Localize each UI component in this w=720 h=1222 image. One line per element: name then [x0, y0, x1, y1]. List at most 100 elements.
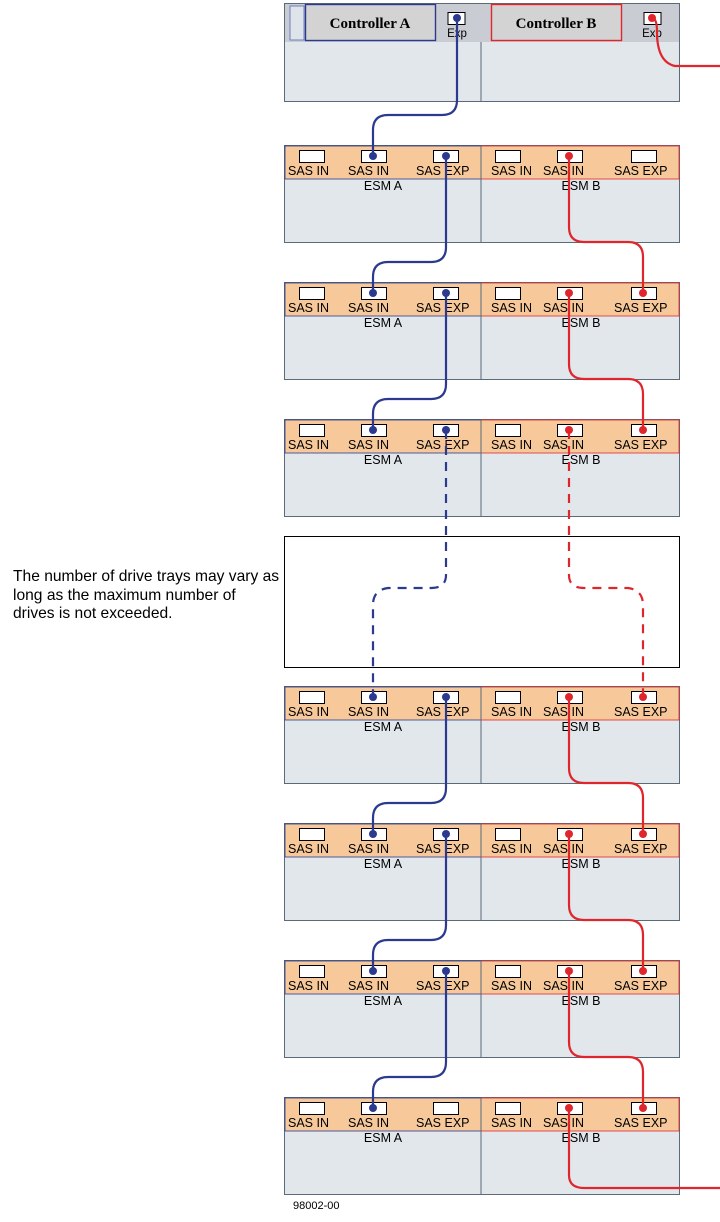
- cable-a-tray5-in: [369, 830, 377, 838]
- tray-2-esm-a-label: ESM A: [364, 316, 403, 330]
- cable-a-ctrl-end: [453, 14, 461, 22]
- drive-tray-note: The number of drive trays may vary as lo…: [13, 568, 280, 622]
- tray-2-port-4: [495, 287, 521, 300]
- cable-a-tray2-exp: [442, 289, 450, 297]
- tray-1-b-sas-exp-label: SAS EXP: [614, 164, 668, 178]
- cable-a-tray1-to-tray2: [371, 156, 448, 293]
- cable-a-tray7-in: [369, 1104, 377, 1112]
- cable-b-tray4-exp: [639, 693, 647, 701]
- controller-b-label: Controller B: [516, 16, 597, 32]
- tray-6-b-sas-in-2-label: SAS IN: [543, 979, 584, 993]
- cable-a-tray5-exp: [442, 830, 450, 838]
- tray-2-esm-b-label: ESM B: [562, 316, 601, 330]
- tray-6-port-4: [495, 965, 521, 978]
- tray-1-esm-b-label: ESM B: [562, 179, 601, 193]
- cable-a-tray2-in: [369, 289, 377, 297]
- tray-5-port-1: [299, 828, 325, 841]
- cable-a-tray6-exp: [442, 967, 450, 975]
- cable-a-tray3-in: [369, 426, 377, 434]
- cable-a-dashed-link: [371, 430, 448, 697]
- cable-b-tray5-exp: [639, 830, 647, 838]
- cable-a-tray1-in: [369, 152, 377, 160]
- tray-1-b-sas-in-2-label: SAS IN: [543, 164, 584, 178]
- cable-a-tray4-exp: [442, 693, 450, 701]
- cable-a-ctrl-to-tray1: [371, 18, 459, 156]
- tray-5-a-sas-in-2-label: SAS IN: [348, 842, 389, 856]
- cable-b-tray4-to-tray5: [567, 697, 645, 834]
- tray-6-port-1: [299, 965, 325, 978]
- tray-2-a-sas-in-1-label: SAS IN: [288, 301, 329, 315]
- tray-2-b-sas-in-1-label: SAS IN: [491, 301, 532, 315]
- cable-b-tray3-exp: [639, 426, 647, 434]
- tray-5-b-sas-exp-label: SAS EXP: [614, 842, 668, 856]
- tray-7-port-1: [299, 1102, 325, 1115]
- tray-3-port-1: [299, 424, 325, 437]
- tray-6-a-sas-in-2-label: SAS IN: [348, 979, 389, 993]
- cable-b-tray2-exp: [639, 289, 647, 297]
- tray-3-esm-a-label: ESM A: [364, 453, 403, 467]
- tray-6-esm-b-label: ESM B: [562, 994, 601, 1008]
- tray-3-a-sas-in-2-label: SAS IN: [348, 438, 389, 452]
- cable-b-tray5-to-tray6: [567, 834, 645, 971]
- tray-6-a-sas-exp-label: SAS EXP: [416, 979, 470, 993]
- additional-trays-placeholder: [284, 536, 680, 668]
- cable-a-tray1-exp: [442, 152, 450, 160]
- cable-b-tray5-in: [565, 830, 573, 838]
- tray-5-a-sas-exp-label: SAS EXP: [416, 842, 470, 856]
- tray-4-b-sas-exp-label: SAS EXP: [614, 705, 668, 719]
- cable-b-ctrl-end: [648, 14, 656, 22]
- figure-id: 98002-00: [293, 1200, 340, 1212]
- tray-2-port-1: [299, 287, 325, 300]
- tray-4-a-sas-in-1-label: SAS IN: [288, 705, 329, 719]
- tray-4-esm-a-label: ESM A: [364, 720, 403, 734]
- tray-5-esm-a-label: ESM A: [364, 857, 403, 871]
- controller-a-latch: [289, 5, 305, 41]
- tray-5-b-sas-in-2-label: SAS IN: [543, 842, 584, 856]
- tray-3-port-4: [495, 424, 521, 437]
- tray-4-port-1: [299, 691, 325, 704]
- tray-4-b-sas-in-1-label: SAS IN: [491, 705, 532, 719]
- cable-b-tray6-to-tray7: [567, 971, 645, 1108]
- tray-4-port-4: [495, 691, 521, 704]
- tray-5-port-4: [495, 828, 521, 841]
- tray-1-port-4: [495, 150, 521, 163]
- tray-3-b-sas-in-2-label: SAS IN: [543, 438, 584, 452]
- tray-4-a-sas-in-2-label: SAS IN: [348, 705, 389, 719]
- tray-6-b-sas-exp-label: SAS EXP: [614, 979, 668, 993]
- tray-7-b-sas-exp-label: SAS EXP: [614, 1116, 668, 1130]
- cable-b-tray1-to-tray2: [567, 156, 645, 293]
- cable-a-tray2-to-tray3: [371, 293, 448, 430]
- tray-4-esm-b-label: ESM B: [562, 720, 601, 734]
- controller-a-label: Controller A: [330, 16, 411, 32]
- tray-3-a-sas-exp-label: SAS EXP: [416, 438, 470, 452]
- tray-2-b-sas-exp-label: SAS EXP: [614, 301, 668, 315]
- cable-a-tray6-to-tray7: [371, 971, 448, 1108]
- cable-a-tray3-exp: [442, 426, 450, 434]
- tray-7-port-4: [495, 1102, 521, 1115]
- tray-1-a-sas-in-2-label: SAS IN: [348, 164, 389, 178]
- tray-1-esm-a-label: ESM A: [364, 179, 403, 193]
- cable-b-tray7-exp: [639, 1104, 647, 1112]
- tray-7-port-3: [433, 1102, 459, 1115]
- cable-b-tray2-in: [565, 289, 573, 297]
- cable-b-tray1-in: [565, 152, 573, 160]
- cable-a-tray4-in: [369, 693, 377, 701]
- tray-1-a-sas-in-1-label: SAS IN: [288, 164, 329, 178]
- controller-a: [304, 3, 437, 42]
- cable-b-tray7-in: [565, 1104, 573, 1112]
- tray-6-b-sas-in-1-label: SAS IN: [491, 979, 532, 993]
- tray-7-b-sas-in-2-label: SAS IN: [543, 1116, 584, 1130]
- tray-5-esm-b-label: ESM B: [562, 857, 601, 871]
- tray-7-esm-a-label: ESM A: [364, 1131, 403, 1145]
- cable-b-exit-bottom: [567, 1108, 720, 1190]
- cable-b-tray3-in: [565, 426, 573, 434]
- tray-5-a-sas-in-1-label: SAS IN: [288, 842, 329, 856]
- tray-7-a-sas-in-2-label: SAS IN: [348, 1116, 389, 1130]
- tray-7-a-sas-in-1-label: SAS IN: [288, 1116, 329, 1130]
- tray-5-b-sas-in-1-label: SAS IN: [491, 842, 532, 856]
- cable-a-tray6-in: [369, 967, 377, 975]
- tray-7-esm-b-label: ESM B: [562, 1131, 601, 1145]
- cable-b-tray6-in: [565, 967, 573, 975]
- tray-3-b-sas-exp-label: SAS EXP: [614, 438, 668, 452]
